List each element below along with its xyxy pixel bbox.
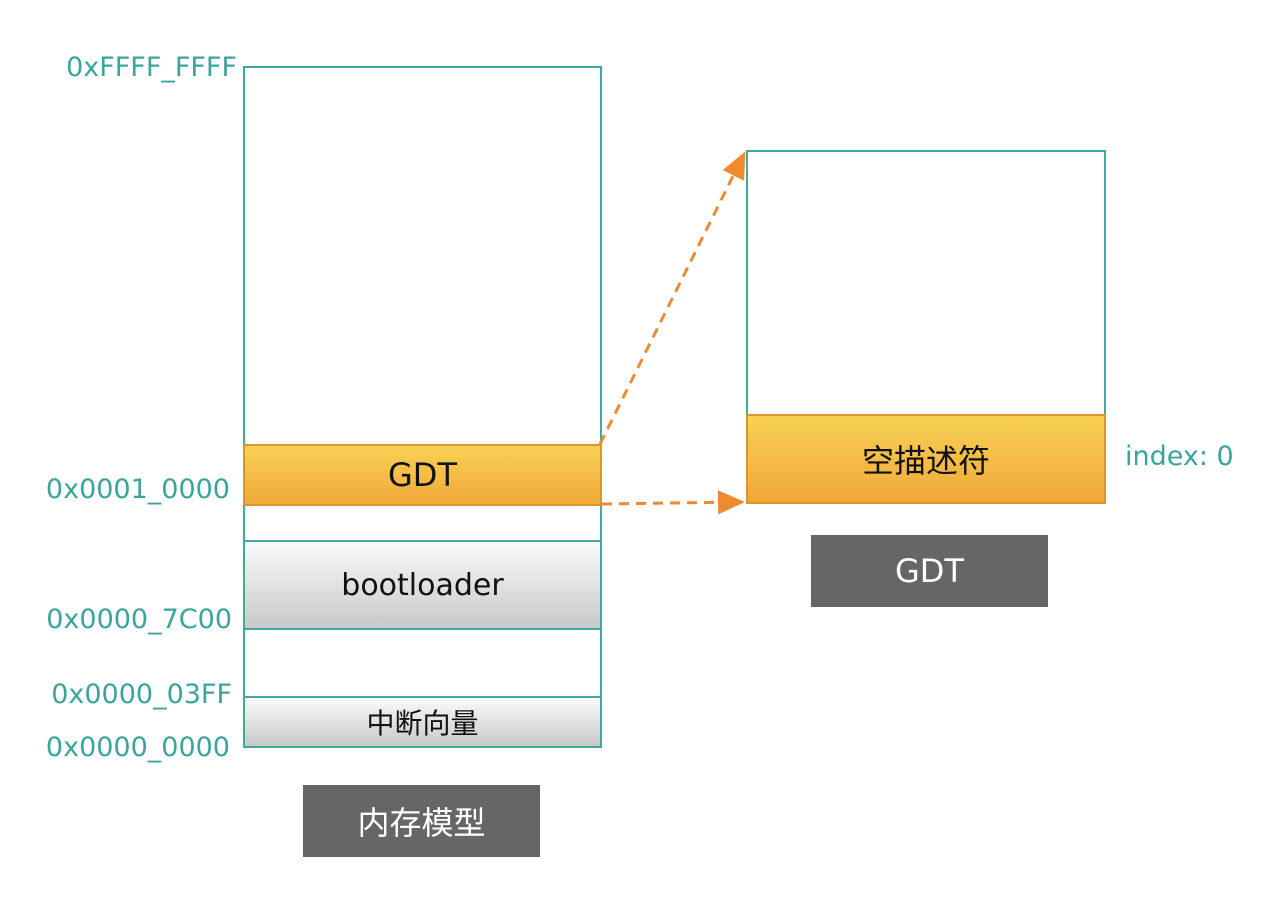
gdt-caption: GDT [811, 535, 1048, 607]
memory-model-caption: 内存模型 [303, 785, 540, 857]
memory-model-caption-text: 内存模型 [357, 804, 486, 842]
null-descriptor-entry: 空描述符 [746, 414, 1106, 504]
address-bootloader-label: 0x0000_7C00 [46, 604, 232, 635]
index-label: index: 0 [1125, 441, 1234, 472]
null-descriptor-label: 空描述符 [861, 442, 990, 480]
interrupt-vector-segment: 中断向量 [243, 696, 602, 748]
memory-column [243, 66, 602, 748]
bootloader-segment-label: bootloader [341, 567, 504, 603]
address-top-label: 0xFFFF_FFFF [66, 52, 237, 83]
address-bottom-label: 0x0000_0000 [45, 732, 230, 763]
gdt-segment: GDT [243, 444, 602, 506]
gdt-segment-label: GDT [388, 456, 457, 494]
arrow-to-gdt-top [598, 151, 746, 445]
address-ivt-top-label: 0x0000_03FF [51, 679, 232, 710]
arrow-to-gdt-bottom [601, 490, 745, 515]
bootloader-segment: bootloader [243, 540, 602, 630]
gdt-caption-text: GDT [895, 552, 964, 590]
address-gdt-label: 0x0001_0000 [45, 474, 230, 505]
interrupt-vector-segment-label: 中断向量 [366, 707, 479, 740]
